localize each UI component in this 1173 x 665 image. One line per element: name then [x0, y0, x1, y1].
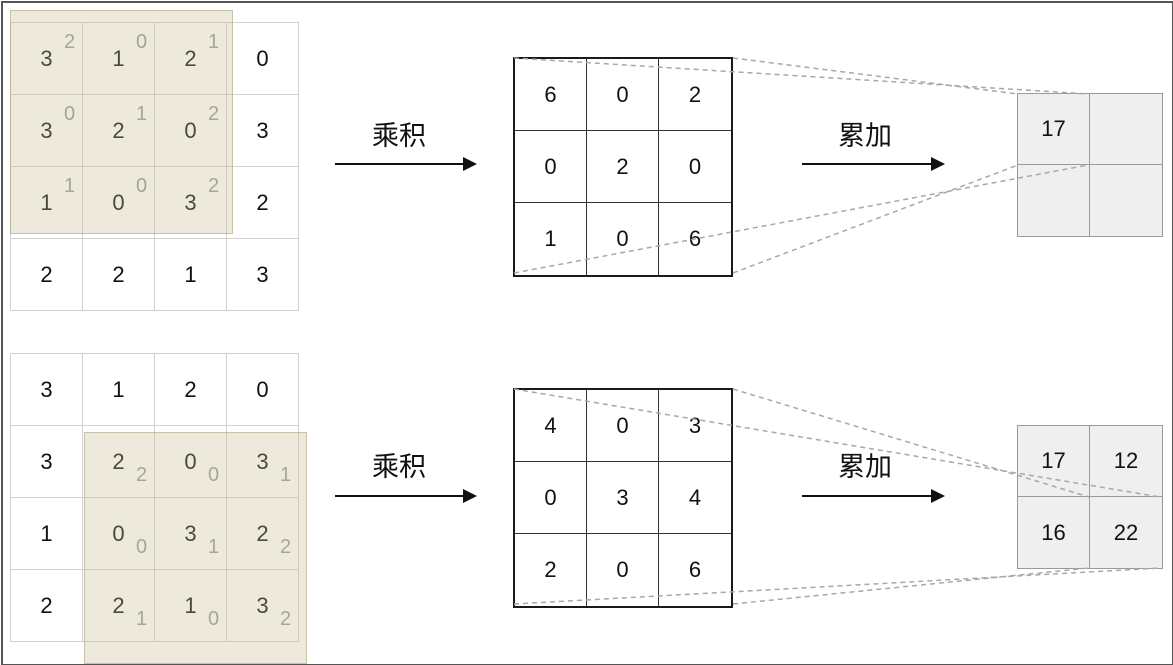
product-cell: 0: [659, 131, 731, 203]
kernel-weight: 2: [280, 536, 292, 558]
sum-label: 累加: [838, 452, 892, 483]
product-cell: 2: [587, 131, 659, 203]
multiply-arrow-icon: [335, 157, 477, 171]
product-cell: 6: [688, 226, 702, 251]
kernel-weight: 0: [64, 103, 76, 125]
product-cell: 3: [587, 462, 659, 534]
input-cell: 2: [11, 239, 83, 311]
kernel-weight: 1: [136, 608, 148, 630]
input-cell: 2: [11, 570, 83, 642]
kernel-weight: 2: [64, 31, 76, 53]
sum-label: 累加: [838, 121, 892, 152]
input-cell: 1: [83, 354, 155, 426]
multiply-arrow-icon: [335, 489, 477, 503]
kernel-weight: 2: [280, 608, 292, 630]
input-cell: 3: [11, 426, 83, 498]
output-matrix: 17 12 16 22: [1017, 425, 1163, 569]
kernel-weight: 0: [136, 31, 148, 53]
product-cell: 6: [688, 557, 702, 582]
kernel-weight: 0: [136, 175, 148, 197]
output-cell: [1090, 165, 1162, 236]
product-cell: 3: [659, 390, 731, 462]
input-cell: 2: [227, 167, 299, 239]
kernel-weight: 0: [208, 464, 220, 486]
output-cell: [1090, 94, 1162, 165]
input-cell: 1: [155, 239, 227, 311]
product-matrix: 4 0 3 0 3 4 2 0 6: [513, 388, 733, 608]
kernel-weight: 0: [208, 608, 220, 630]
input-cell: 0: [227, 23, 299, 95]
projection-line: [732, 164, 1019, 274]
input-cell: 3: [227, 239, 299, 311]
multiply-label: 乘积: [372, 452, 426, 483]
projection-line: [732, 567, 1090, 605]
product-cell: 0: [515, 462, 587, 534]
product-cell: 0: [587, 203, 659, 275]
product-cell: 6: [515, 59, 587, 131]
multiply-label: 乘积: [372, 121, 426, 152]
input-cell: 3: [11, 354, 83, 426]
product-cell: 2: [515, 534, 587, 606]
product-cell: 4: [515, 390, 587, 462]
product-cell: 1: [515, 203, 587, 275]
product-cell: 0: [515, 131, 587, 203]
kernel-weight: 1: [208, 31, 220, 53]
kernel-weight: 2: [208, 175, 220, 197]
input-cell: 2: [155, 354, 227, 426]
output-cell: 17: [1018, 94, 1090, 165]
kernel-weight: 0: [136, 536, 148, 558]
output-cell: 12: [1090, 426, 1162, 497]
kernel-weight: 2: [136, 464, 148, 486]
product-cell: 0: [587, 390, 659, 462]
output-matrix: 17: [1017, 93, 1163, 237]
kernel-weight: 1: [64, 175, 76, 197]
output-cell: 17: [1018, 426, 1090, 497]
output-cell: [1018, 165, 1090, 236]
sum-arrow-icon: [802, 489, 945, 503]
kernel-weight: 1: [136, 103, 148, 125]
output-cell: 16: [1018, 497, 1090, 568]
product-cell: 2: [659, 59, 731, 131]
kernel-weight: 2: [208, 103, 220, 125]
kernel-weight: 1: [280, 464, 292, 486]
product-cell: 0: [587, 59, 659, 131]
product-cell: 4: [659, 462, 731, 534]
input-cell: 3: [227, 95, 299, 167]
sum-arrow-icon: [802, 157, 945, 171]
kernel-weight: 1: [208, 536, 220, 558]
output-cell: 22: [1090, 497, 1162, 568]
input-cell: 0: [227, 354, 299, 426]
input-cell: 1: [11, 498, 83, 570]
projection-line: [732, 57, 1019, 95]
product-matrix: 6 0 2 0 2 0 1 0 6: [513, 57, 733, 277]
input-cell: 2: [83, 239, 155, 311]
product-cell: 0: [587, 534, 659, 606]
